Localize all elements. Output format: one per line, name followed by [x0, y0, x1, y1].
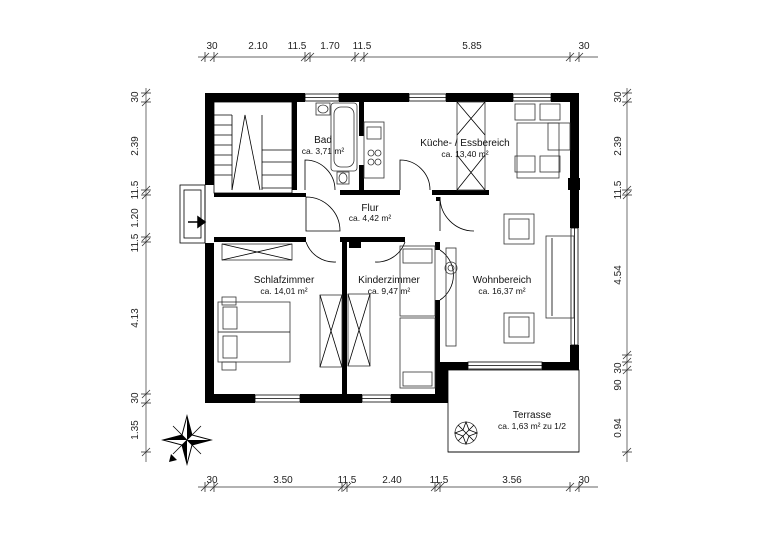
dim-left-3: 11.5 [130, 180, 141, 199]
dim-left-6: 4.13 [130, 308, 141, 328]
dim-left-5: 11.5 [130, 233, 141, 252]
room-area-flur: ca. 4,42 m² [349, 213, 392, 223]
dim-right-6: 90 [613, 379, 624, 391]
windows [254, 93, 579, 403]
room-name-schlafzimmer: Schlafzimmer [254, 275, 315, 286]
dim-right-2: 2.39 [613, 136, 624, 156]
armchair [503, 213, 535, 245]
walls [205, 93, 580, 403]
staircase [213, 101, 293, 194]
dim-bottom-7: 30 [578, 475, 590, 486]
dim-right-4: 4.54 [613, 265, 624, 285]
kitchen-fixtures [363, 101, 571, 191]
plant-icon [444, 261, 458, 275]
entrance [179, 184, 207, 244]
dimension-lines [145, 56, 628, 488]
dimensions-left: 30 2.39 11.5 1.20 11.5 4.13 30 1.35 [130, 91, 141, 440]
dim-left-7: 30 [130, 392, 141, 404]
dim-left-4: 1.20 [130, 208, 141, 228]
room-name-wohnbereich: Wohnbereich [473, 275, 532, 286]
dim-left-2: 2.39 [130, 136, 141, 156]
room-area-schlafzimmer: ca. 14,01 m² [260, 286, 307, 296]
room-area-wohnbereich: ca. 16,37 m² [478, 286, 525, 296]
dim-bottom-2: 3.50 [273, 475, 293, 486]
bedroom-furniture [217, 243, 343, 371]
dim-bottom-5: 11.5 [430, 475, 449, 486]
dimension-ticks [141, 52, 632, 492]
armchair [503, 312, 535, 344]
room-labels: Bad ca. 3,71 m² Küche- / Essbereich ca. … [254, 135, 567, 431]
room-area-kinderzimmer: ca. 9,47 m² [368, 286, 411, 296]
dim-top-5: 11.5 [353, 41, 372, 52]
dim-right-7: 0.94 [613, 418, 624, 438]
dim-top-6: 5.85 [462, 41, 482, 52]
room-name-kinderzimmer: Kinderzimmer [358, 275, 420, 286]
room-name-kueche: Küche- / Essbereich [420, 138, 510, 149]
dim-right-3: 11.5 [613, 180, 624, 199]
dim-bottom-6: 3.56 [502, 475, 522, 486]
bathtub [330, 102, 358, 172]
room-area-bad: ca. 3,71 m² [302, 146, 345, 156]
dim-right-5: 30 [613, 362, 624, 374]
dim-top-2: 2.10 [248, 41, 268, 52]
kitchen-counter [363, 121, 385, 179]
dim-left-1: 30 [130, 91, 141, 103]
bathroom-fixtures [304, 102, 358, 191]
flur-doors [305, 196, 475, 301]
room-area-terrasse: ca. 1,63 m² zu 1/2 [498, 421, 566, 431]
terrace-plant-icon [453, 420, 479, 446]
wardrobe [319, 294, 343, 368]
dim-left-8: 1.35 [130, 420, 141, 440]
dim-bottom-1: 30 [206, 475, 218, 486]
kids-room-furniture [347, 245, 436, 389]
dimensions-bottom: 30 3.50 11.5 2.40 11.5 3.56 30 [206, 475, 590, 486]
room-area-kueche: ca. 13,40 m² [441, 149, 488, 159]
entrance-arrow-icon [188, 215, 207, 229]
kids-wardrobe [347, 293, 371, 367]
sofa [545, 235, 575, 319]
dim-bottom-3: 11.5 [338, 475, 357, 486]
dimensions-top: 30 2.10 11.5 1.70 11.5 5.85 30 [206, 41, 590, 52]
dimensions-right: 30 2.39 11.5 4.54 30 90 0.94 [613, 91, 624, 438]
dining-table [516, 122, 560, 179]
dim-top-4: 1.70 [320, 41, 340, 52]
dim-top-1: 30 [206, 41, 218, 52]
toilet [336, 171, 350, 185]
terrace [447, 369, 580, 453]
dim-right-1: 30 [613, 91, 624, 103]
living-room-furniture [444, 213, 575, 347]
dim-top-7: 30 [578, 41, 590, 52]
dim-bottom-4: 2.40 [382, 475, 402, 486]
room-name-terrasse: Terrasse [513, 410, 552, 421]
dim-top-3: 11.5 [288, 41, 307, 52]
room-name-bad: Bad [314, 135, 332, 146]
room-name-flur: Flur [361, 203, 379, 214]
compass-icon [161, 414, 213, 466]
kids-bed [399, 245, 436, 317]
